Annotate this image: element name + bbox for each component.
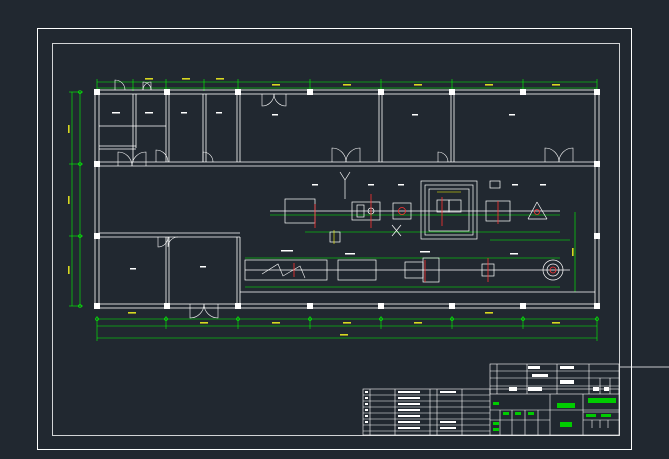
structural-columns xyxy=(94,89,600,309)
equipment-tag-marks xyxy=(112,112,546,270)
outer-frame xyxy=(37,28,632,450)
process-line-lower-red xyxy=(293,258,557,282)
building-walls xyxy=(94,89,600,309)
dimension-lines xyxy=(71,81,597,339)
dimension-ticks xyxy=(69,79,598,341)
inner-frame xyxy=(52,43,620,436)
title-block-fills xyxy=(365,366,609,429)
process-line-upper-yellow xyxy=(333,191,461,244)
title-block xyxy=(362,363,620,436)
title-block-green-fills xyxy=(493,398,616,431)
axis-markers xyxy=(78,90,599,321)
dimension-text-marks xyxy=(68,78,574,336)
process-line-upper xyxy=(270,171,560,243)
process-line-upper-red xyxy=(314,194,540,228)
door-swings xyxy=(114,79,574,319)
